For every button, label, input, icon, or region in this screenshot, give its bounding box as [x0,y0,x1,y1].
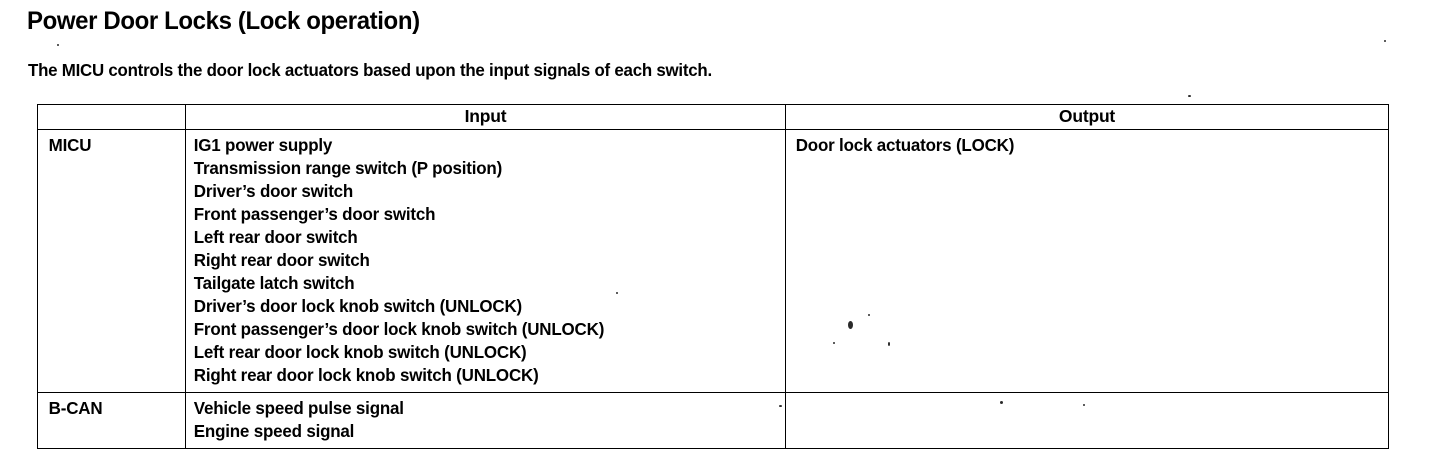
list-item: Driver’s door switch [193,181,354,201]
scan-speckle [1188,95,1191,97]
list-item: Left rear door lock knob switch (UNLOCK) [193,342,527,362]
list-item: Right rear door switch [193,250,370,270]
intro-paragraph: The MICU controls the door lock actuator… [28,60,712,80]
input-output-table: Input Output MICU IG1 power supply Trans… [37,104,1389,449]
scan-speckle [1384,40,1386,42]
list-item: Tailgate latch switch [193,273,355,293]
input-signal-list: IG1 power supply Transmission range swit… [194,134,767,387]
list-item: Vehicle speed pulse signal [193,398,404,418]
cell-output: Door lock actuators (LOCK) [785,129,1389,393]
list-item: Front passenger’s door switch [193,204,436,224]
source-label: B-CAN [48,398,103,418]
list-item: Engine speed signal [193,421,355,441]
list-item: Front passenger’s door lock knob switch … [193,319,605,339]
cell-output [785,392,1389,449]
table-row: B-CAN Vehicle speed pulse signal Engine … [37,392,1389,449]
cell-source: MICU [37,129,186,393]
list-item: Door lock actuators (LOCK) [795,135,1015,155]
page-title: Power Door Locks (Lock operation) [27,7,420,35]
list-item: Right rear door lock knob switch (UNLOCK… [193,365,539,385]
output-signal-list: Door lock actuators (LOCK) [796,134,1370,157]
column-header-input: Input [185,104,786,130]
source-label: MICU [48,135,92,155]
column-header-output: Output [785,104,1389,130]
cell-input: IG1 power supply Transmission range swit… [185,129,786,393]
list-item: IG1 power supply [193,135,333,155]
input-signal-list: Vehicle speed pulse signal Engine speed … [194,397,767,443]
table-row: MICU IG1 power supply Transmission range… [37,129,1389,393]
scan-speckle [57,44,59,46]
list-item: Transmission range switch (P position) [193,158,503,178]
table-header-row: Input Output [37,104,1389,130]
list-item: Left rear door switch [193,227,358,247]
cell-source: B-CAN [37,392,186,449]
cell-input: Vehicle speed pulse signal Engine speed … [185,392,786,449]
list-item: Driver’s door lock knob switch (UNLOCK) [193,296,522,316]
column-header-source [37,104,186,130]
